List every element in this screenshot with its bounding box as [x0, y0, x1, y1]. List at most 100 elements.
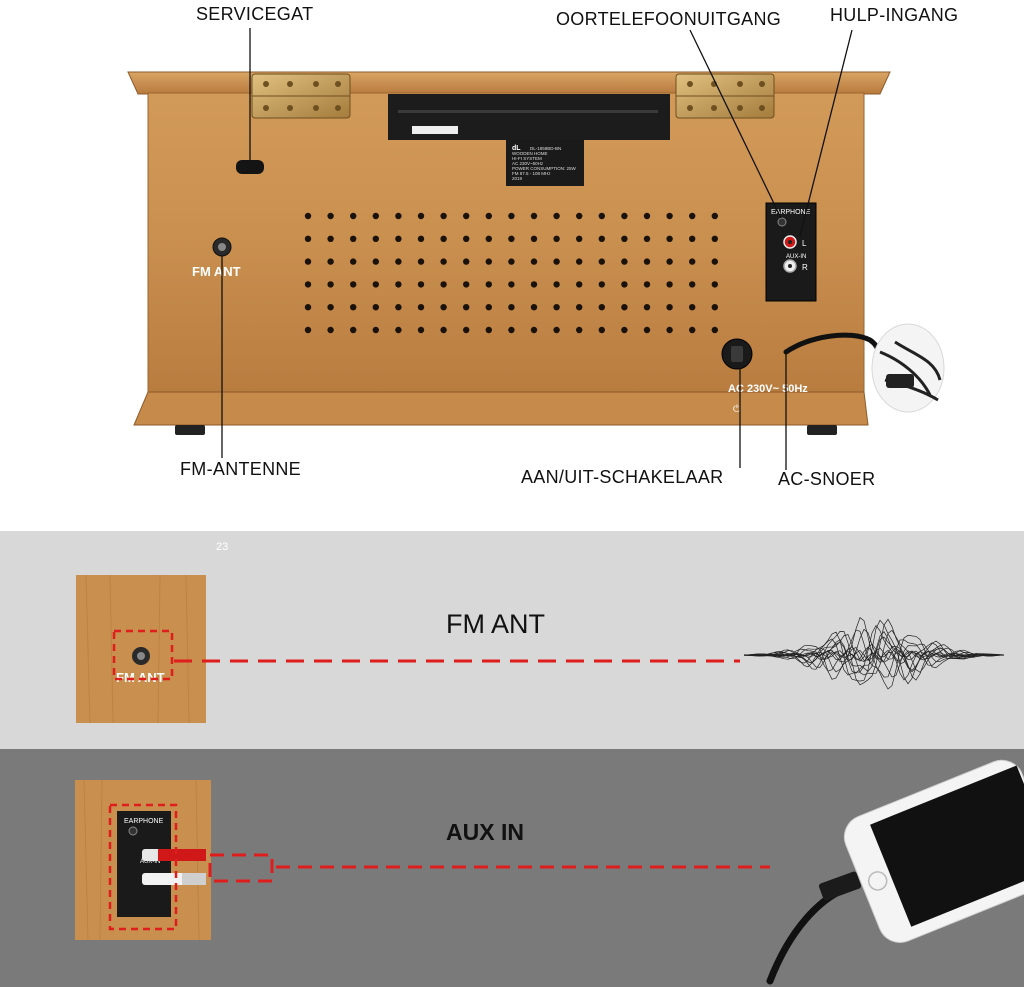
- grille-hole: [689, 258, 696, 265]
- fm-band-graphic: FM ANT: [76, 574, 1005, 724]
- grille-hole: [576, 326, 583, 334]
- callout-oortelefoonuitgang: OORTELEFOONUITGANG: [556, 9, 782, 29]
- cabinet-lid: [127, 71, 891, 95]
- grille-hole: [417, 304, 425, 311]
- grille-hole: [576, 235, 583, 242]
- svg-text:dL: dL: [512, 145, 521, 152]
- grille-hole: [372, 304, 379, 311]
- fm-ant-label: FM ANT: [192, 264, 241, 279]
- grille-hole: [508, 304, 515, 311]
- grille-hole: [463, 281, 470, 288]
- svg-text:⏻: ⏻: [733, 404, 741, 415]
- foot-left: [175, 425, 205, 435]
- grille-hole: [530, 304, 538, 311]
- wave-line: [743, 629, 1005, 678]
- grille-hole: [508, 326, 515, 334]
- grille-hole: [530, 281, 538, 288]
- grille-hole: [643, 212, 651, 220]
- wave-line: [743, 618, 1005, 686]
- callout-lines: [221, 28, 853, 470]
- svg-text:R: R: [802, 263, 808, 272]
- grille-hole: [576, 212, 583, 220]
- grille-hole: [508, 258, 515, 265]
- grille-hole: [576, 281, 583, 288]
- grille-hole: [350, 326, 357, 334]
- grille-hole: [440, 304, 447, 311]
- grille-hole: [711, 304, 718, 311]
- grille-hole: [304, 258, 312, 265]
- grille-hole: [576, 258, 583, 265]
- grille-hole: [598, 258, 605, 265]
- grille-hole: [327, 235, 334, 242]
- earphone-label: EARPHONE: [771, 209, 811, 216]
- grille-hole: [711, 212, 718, 220]
- grille-hole: [530, 258, 538, 265]
- grille-hole: [304, 281, 312, 288]
- grille-hole: [689, 304, 696, 311]
- grille-hole: [350, 304, 357, 311]
- grille-hole: [643, 281, 651, 288]
- grille-hole: [327, 258, 334, 265]
- aux-dashed-connector: [208, 853, 770, 883]
- grille-hole: [689, 235, 696, 242]
- callout-hulp-ingang: HULP-INGANG: [830, 5, 959, 25]
- grille-hole: [350, 212, 357, 220]
- foot-right: [807, 425, 837, 435]
- grille-hole: [598, 212, 605, 220]
- spec-label-line: HI-FI SYSTEM: [512, 156, 542, 161]
- grille-hole: [689, 326, 696, 334]
- grille-hole: [372, 258, 379, 265]
- grille-hole: [553, 326, 560, 334]
- grille-hole: [689, 212, 696, 220]
- grille-hole: [463, 326, 470, 334]
- spec-label-line: FM 87.5 - 108 MHz: [512, 171, 551, 176]
- grille-hole: [417, 326, 425, 334]
- grille-hole: [643, 235, 651, 242]
- smartphone-icon: [766, 759, 1024, 985]
- grille-hole: [508, 281, 515, 288]
- spec-label-line: 2019: [512, 176, 523, 181]
- grille-hole: [666, 212, 673, 220]
- fm-band-title: FM ANT: [446, 609, 545, 639]
- grille-hole: [666, 304, 673, 311]
- grille-hole: [395, 281, 402, 288]
- grille-hole: [350, 281, 357, 288]
- grille-hole: [485, 212, 492, 220]
- grille-hole: [463, 304, 470, 311]
- svg-text:AUX-IN: AUX-IN: [786, 254, 806, 260]
- grille-hole: [508, 212, 515, 220]
- grille-hole: [304, 235, 312, 242]
- grille-hole: [395, 235, 402, 242]
- grille-hole: [643, 258, 651, 265]
- wave-line: [743, 631, 1004, 674]
- grille-hole: [666, 235, 673, 242]
- grille-hole: [711, 235, 718, 242]
- spec-label-line: POWER CONSUMPTION: 25W: [512, 166, 577, 171]
- radio-wave-icon: [743, 617, 1005, 690]
- callout-aan-uit-schakelaar: AAN/UIT-SCHAKELAAR: [521, 467, 724, 487]
- grille-hole: [372, 326, 379, 334]
- grille-hole: [304, 304, 312, 311]
- power-rating: AC 230V~ 50Hz: [728, 383, 808, 395]
- callout-servicegat: SERVICEGAT: [196, 4, 314, 24]
- grille-hole: [666, 326, 673, 334]
- grille-hole: [530, 235, 538, 242]
- grille-hole: [417, 281, 425, 288]
- grille-hole: [417, 258, 425, 265]
- grille-hole: [711, 258, 718, 265]
- grille-hole: [553, 304, 560, 311]
- grille-hole: [327, 304, 334, 311]
- grille-hole: [304, 212, 312, 220]
- callout-ac-snoer: AC-SNOER: [778, 469, 876, 489]
- spec-label-line: DL-1859BD-BN: [530, 146, 561, 151]
- callout-fm-antenne: FM-ANTENNE: [180, 459, 301, 479]
- grille-hole: [327, 326, 334, 334]
- grille-hole: [643, 304, 651, 311]
- grille-hole: [395, 304, 402, 311]
- grille-hole: [395, 258, 402, 265]
- wave-line: [744, 628, 1005, 678]
- grille-hole: [530, 212, 538, 220]
- grille-hole: [530, 326, 538, 334]
